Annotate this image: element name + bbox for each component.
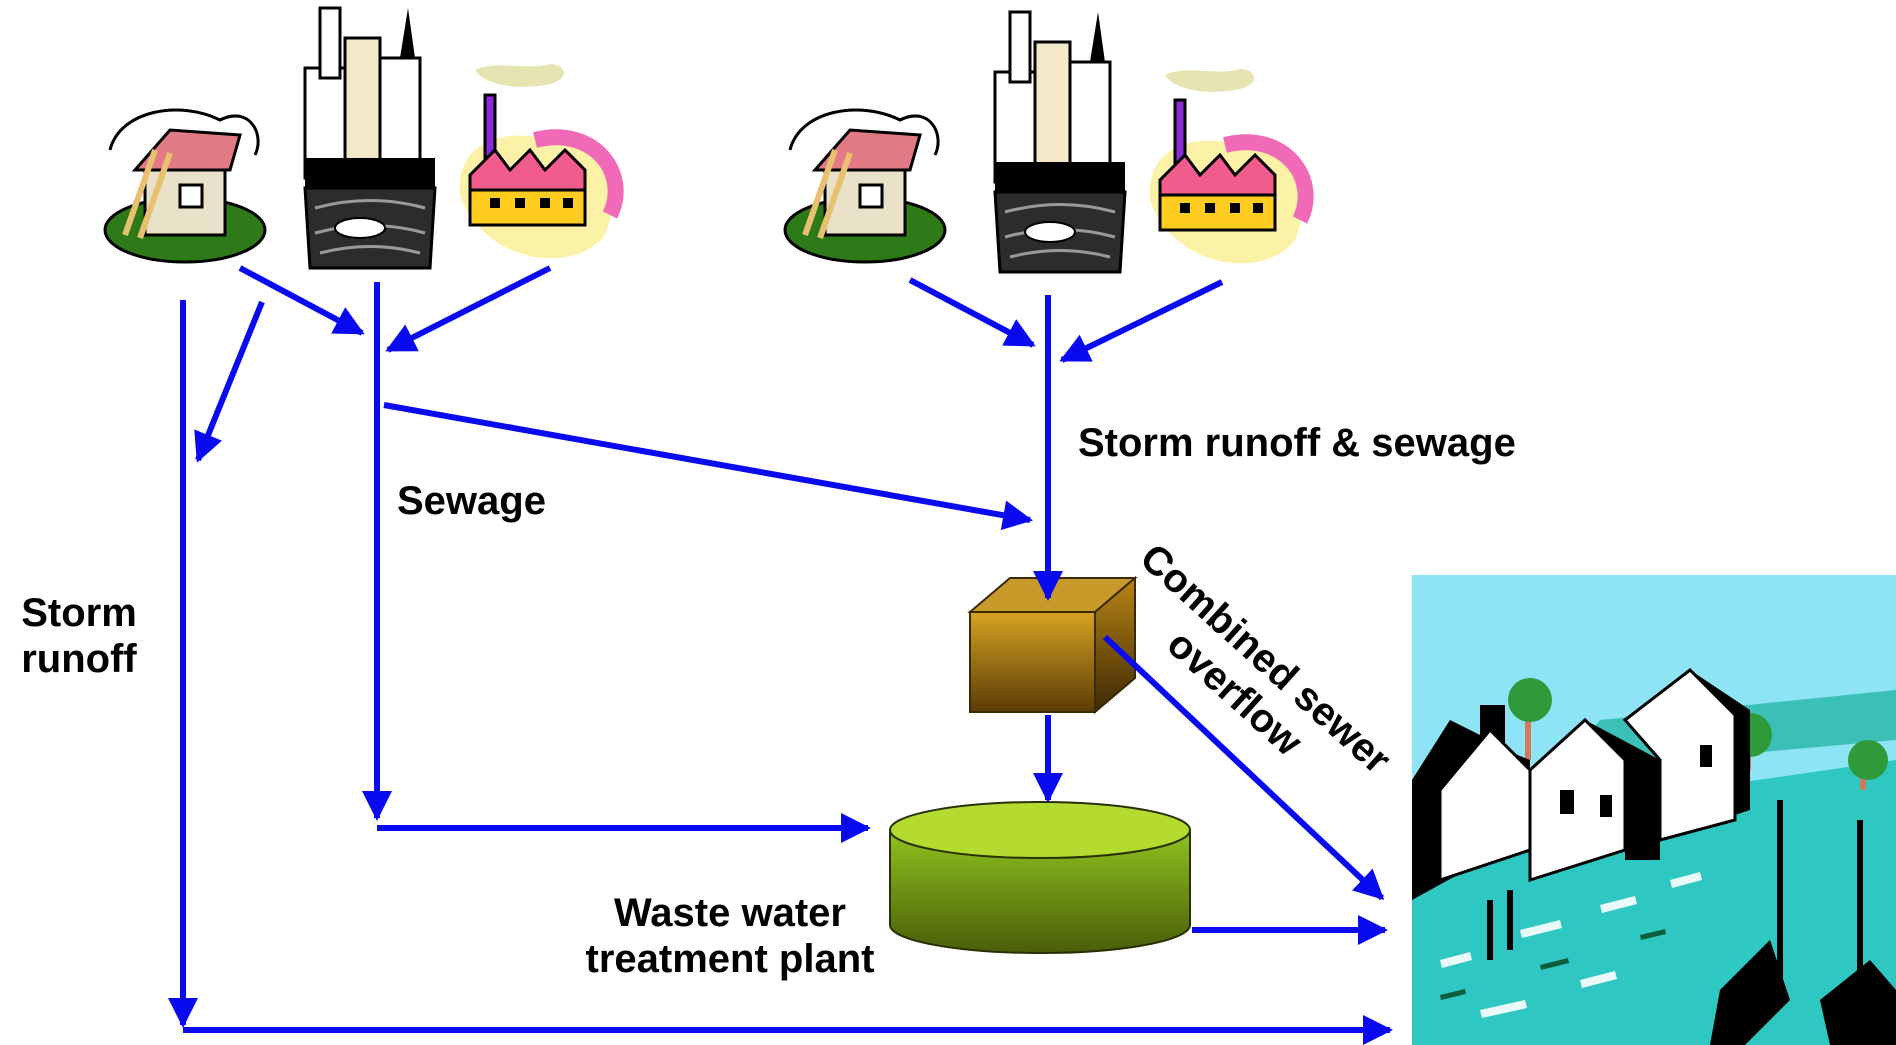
label-treatment-line1: Waste water	[614, 891, 846, 935]
flow-arrows	[168, 265, 1393, 1045]
factory-icon	[459, 64, 624, 259]
sewage-to-combined	[383, 402, 1033, 531]
label-treatment-plant: Waste water treatment plant	[555, 890, 905, 982]
house-icon	[103, 108, 267, 264]
label-storm-runoff-and-sewage: Storm runoff & sewage	[1078, 421, 1516, 465]
label-storm-runoff-line2: runoff	[21, 637, 137, 681]
arrow-factory2-to-combined	[1059, 279, 1224, 363]
city-icon	[303, 6, 437, 270]
arrow-factory-to-sewer	[385, 265, 552, 353]
river-town-icon	[1412, 575, 1896, 1045]
label-storm-runoff: Storm runoff	[0, 590, 158, 682]
label-storm-runoff-line1: Storm	[21, 591, 137, 635]
label-sewage: Sewage	[397, 479, 546, 523]
overflow-to-river	[1102, 634, 1385, 901]
treatment-tank-icon	[889, 801, 1191, 954]
house-icon	[783, 108, 947, 264]
city-icon	[993, 10, 1127, 274]
arrow-house-to-sewer	[238, 265, 365, 336]
arrow-house-to-storm	[194, 300, 265, 463]
label-treatment-line2: treatment plant	[585, 937, 875, 981]
factory-icon	[1149, 69, 1314, 264]
arrow-house2-to-combined	[908, 277, 1036, 348]
